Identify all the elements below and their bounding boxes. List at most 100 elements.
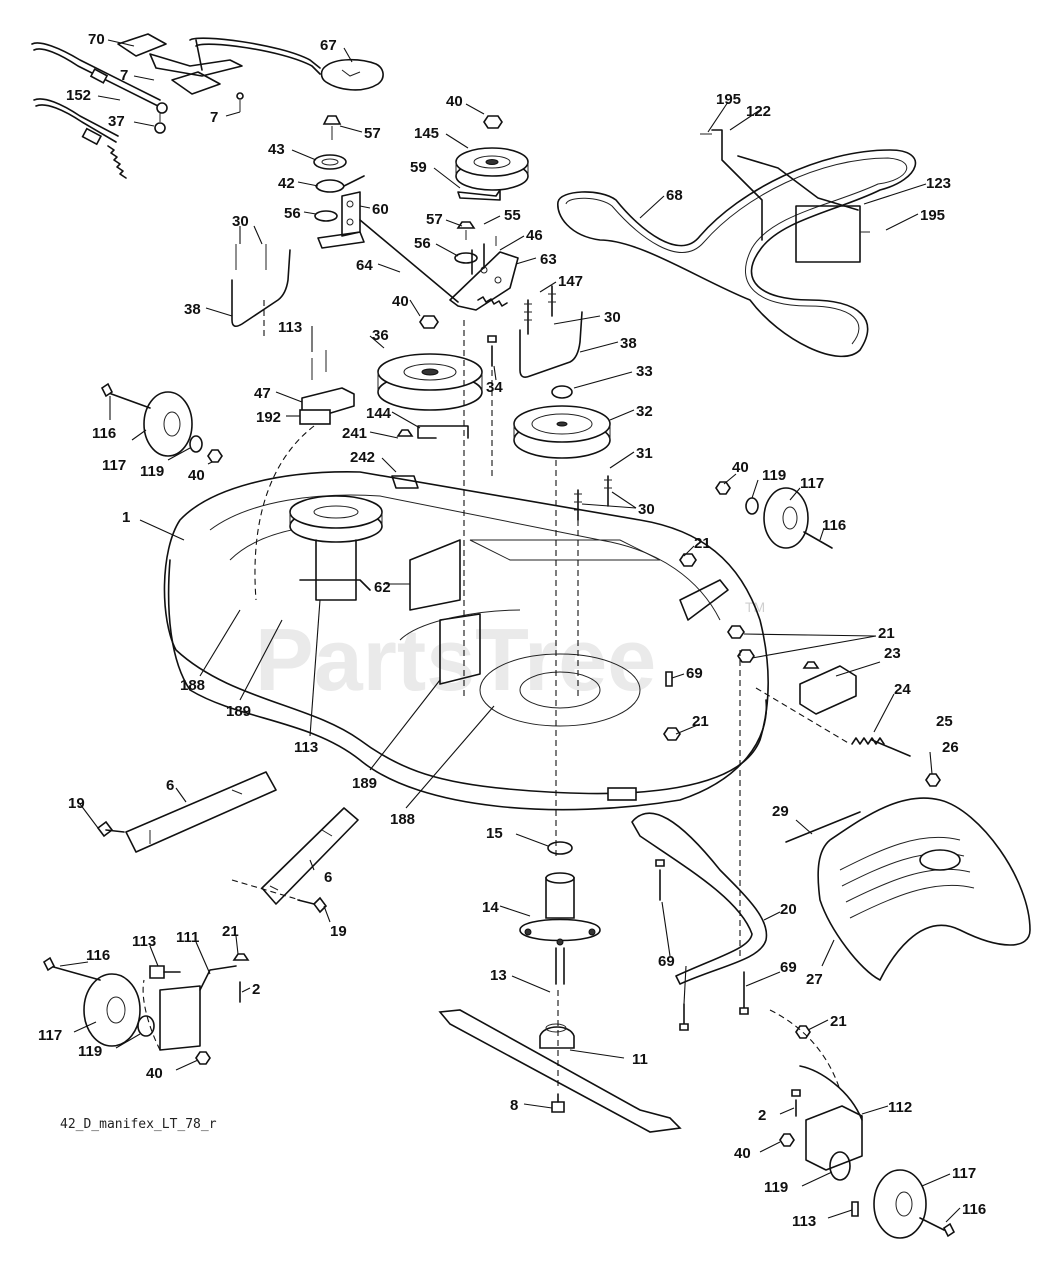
callout: 7	[210, 109, 218, 126]
callout: 21	[694, 535, 711, 552]
callout: 69	[686, 665, 703, 682]
callout: 62	[374, 579, 391, 596]
callout: 188	[180, 677, 205, 694]
wheel-117-lower-right	[829, 1151, 956, 1239]
blade	[438, 1009, 682, 1133]
callout: 195	[716, 91, 741, 108]
callout: 111	[176, 929, 199, 946]
callout: 42	[278, 175, 295, 192]
callout: 57	[364, 125, 381, 142]
callout: 63	[540, 251, 557, 268]
callout: 38	[184, 301, 201, 318]
rear-bracket-20	[631, 812, 768, 985]
callout: 188	[390, 811, 415, 828]
callout: 21	[692, 713, 709, 730]
bracket-144	[417, 425, 469, 439]
callout: 6	[324, 869, 332, 886]
rod	[359, 219, 459, 303]
callout: 15	[486, 825, 503, 842]
callout: 117	[102, 457, 126, 474]
callout: 38	[620, 335, 637, 352]
callout: 68	[666, 187, 683, 204]
callout: 27	[806, 971, 823, 988]
callout: 69	[658, 953, 675, 970]
callout: 11	[632, 1051, 648, 1068]
callout: 113	[132, 933, 156, 950]
callout: 116	[92, 425, 116, 442]
callout: 189	[226, 703, 251, 720]
callout: 55	[504, 207, 521, 224]
callout: 37	[108, 113, 125, 130]
idler-bracket-assembly	[313, 115, 365, 249]
bracket-62	[409, 539, 461, 611]
callout: 67	[320, 37, 337, 54]
callout: 195	[920, 207, 945, 224]
callout: 112	[888, 1099, 912, 1116]
callout: 56	[414, 235, 431, 252]
callout: 144	[366, 405, 392, 422]
callout: 19	[68, 795, 85, 812]
callout: 40	[146, 1065, 163, 1082]
bracket-23	[799, 665, 857, 715]
belt-guide-frame	[700, 129, 870, 263]
spring-24	[851, 737, 885, 745]
callout: 123	[926, 175, 951, 192]
callout: 23	[884, 645, 901, 662]
callout: 19	[330, 923, 347, 940]
callout: 40	[392, 293, 409, 310]
callout: 117	[800, 475, 824, 492]
callout: 116	[962, 1201, 986, 1218]
drive-belt	[557, 149, 917, 358]
bolts-147	[524, 285, 556, 335]
callout: 113	[278, 319, 302, 336]
callout: 21	[830, 1013, 847, 1030]
pin-25	[871, 739, 911, 757]
callout: 32	[636, 403, 653, 420]
discharge-chute	[817, 797, 1031, 981]
callout: 21	[878, 625, 895, 642]
rod-38-left	[231, 249, 291, 328]
drawing-code: 42_D_manifex_LT_78_r	[60, 1117, 217, 1132]
callout: 119	[764, 1179, 788, 1196]
callout: 31	[636, 445, 653, 462]
callout: 70	[88, 31, 105, 48]
callout: 119	[140, 463, 164, 480]
callout: 47	[254, 385, 271, 402]
callout: 2	[252, 981, 260, 998]
callout: 117	[952, 1165, 976, 1182]
callout: 189	[352, 775, 377, 792]
watermark: PartsTree	[255, 610, 656, 709]
drawing	[31, 33, 1031, 1239]
right-deck-bracket	[679, 579, 729, 621]
spindle-assembly	[519, 841, 601, 985]
callout: 21	[222, 923, 239, 940]
callout: 40	[446, 93, 463, 110]
callout: 242	[350, 449, 375, 466]
deck-left-pulley	[289, 495, 383, 601]
callout: 46	[526, 227, 543, 244]
callout: 116	[822, 517, 846, 534]
callout: 40	[734, 1145, 751, 1162]
callout: 34	[486, 379, 503, 396]
nut	[419, 315, 439, 329]
callout: 64	[356, 257, 373, 274]
rod-29	[785, 811, 861, 843]
callout: 152	[66, 87, 91, 104]
callout: 119	[762, 467, 786, 484]
callout: 147	[558, 273, 583, 290]
wheel-bracket-111	[159, 985, 201, 1051]
callout: 113	[792, 1213, 816, 1230]
callout: 145	[414, 125, 439, 142]
lift-arm-6-center	[261, 807, 359, 905]
wheel-117-lower-left	[42, 956, 211, 1065]
callout: 69	[780, 959, 797, 976]
callout: 40	[188, 467, 205, 484]
callout: 43	[268, 141, 285, 158]
callout: 117	[38, 1027, 62, 1044]
wheel-117-upper-right	[715, 481, 833, 549]
callout: 56	[284, 205, 301, 222]
callout: 36	[372, 327, 389, 344]
callout: 30	[638, 501, 655, 518]
deck-housing	[163, 471, 770, 811]
callout: 40	[732, 459, 749, 476]
